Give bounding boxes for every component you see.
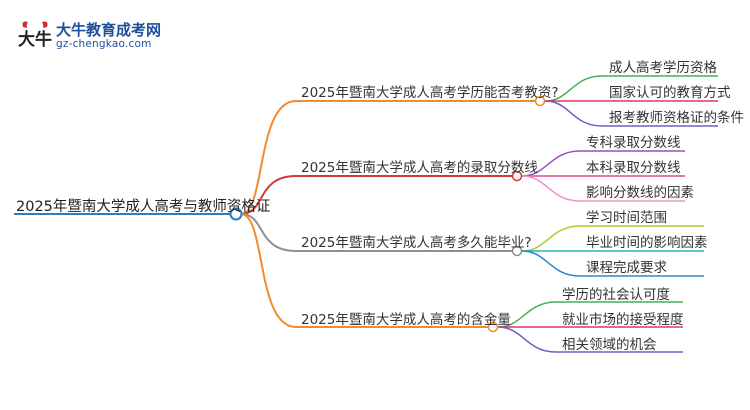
branch-label-1: 2025年暨南大学成人高考学历能否考教资? [301,85,559,101]
branch-4-node [487,321,499,333]
branch-4-child-3-connector [497,326,557,353]
branch-1-node [534,95,546,107]
logo-brand-name: 大牛教育成考网 [56,21,162,39]
branch-1-child-1: 成人高考学历资格 [609,60,717,76]
root-to-branch-3-connector [240,213,297,252]
mindmap-root-label: 2025年暨南大学成人高考与教师资格证 [16,199,271,215]
branch-label-4: 2025年暨南大学成人高考的含金量 [301,312,511,328]
bull-logo-icon: 大牛 [18,21,52,50]
site-logo: 大牛 大牛教育成考网 gz-chengkao.com [18,18,162,52]
branch-1-child-3-connector [544,100,603,127]
branch-2-child-2: 本科录取分数线 [586,160,681,176]
branch-2-child-3: 影响分数线的因素 [586,185,694,201]
branch-2-node [511,170,523,182]
branch-3-child-1: 学习时间范围 [586,210,667,226]
logo-mark-text: 大牛 [18,29,52,50]
root-to-branch-1-connector [240,100,297,215]
branch-label-2: 2025年暨南大学成人高考的录取分数线 [301,160,538,176]
root-to-branch-4-connector [240,213,297,328]
branch-3-child-3: 课程完成要求 [586,260,667,276]
branch-3-child-3-connector [521,250,581,277]
root-to-branch-2-connector [240,175,297,215]
branch-3-node [511,245,523,257]
branch-1-child-3: 报考教师资格证的条件 [609,110,744,126]
root-node [229,207,243,221]
branch-3-child-2: 毕业时间的影响因素 [586,235,708,251]
branch-2-child-3-connector [521,175,581,202]
branch-2-child-1: 专科录取分数线 [586,135,681,151]
branch-label-3: 2025年暨南大学成人高考多久能毕业? [301,235,532,251]
logo-site-url: gz-chengkao.com [56,38,152,50]
branch-1-child-2: 国家认可的教育方式 [609,85,731,101]
branch-4-child-1: 学历的社会认可度 [562,287,670,303]
branch-4-child-2: 就业市场的接受程度 [562,312,684,328]
branch-4-child-3: 相关领域的机会 [562,337,657,353]
